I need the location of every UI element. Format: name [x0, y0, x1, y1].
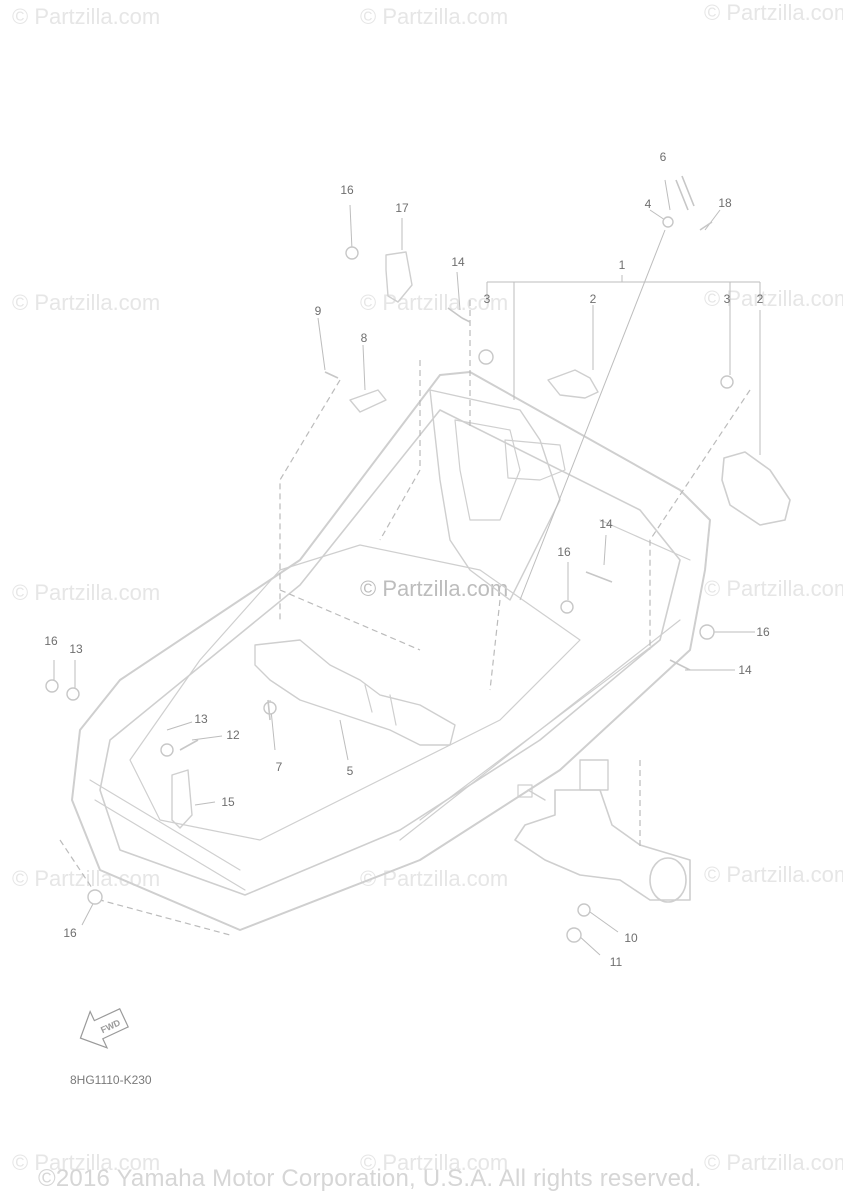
- watermark: © Partzilla.com: [12, 4, 161, 29]
- callout-label: 3: [483, 292, 491, 306]
- fwd-arrow-icon: FWD: [79, 1007, 129, 1049]
- callout-label: 6: [659, 150, 667, 164]
- hull-frame-inner: [99, 409, 681, 896]
- part-2-right: [721, 451, 791, 526]
- callout-label: 17: [395, 201, 409, 215]
- watermark: © Partzilla.com: [704, 862, 843, 887]
- callout-label: 13: [194, 712, 208, 726]
- center-tunnel: [429, 389, 561, 601]
- watermark: © Partzilla.com: [704, 576, 843, 601]
- callout-label: 8: [360, 331, 368, 345]
- part-5-shape: [254, 639, 456, 746]
- callout-label: 4: [644, 197, 652, 211]
- watermark: © Partzilla.com: [360, 4, 509, 29]
- copyright-notice: ©2016 Yamaha Motor Corporation, U.S.A. A…: [38, 1165, 702, 1192]
- watermark: © Partzilla.com: [12, 1150, 161, 1175]
- callout-label: 15: [221, 795, 235, 809]
- watermark: © Partzilla.com: [360, 1150, 509, 1175]
- part-8-plate: [349, 389, 387, 413]
- callout-label: 5: [346, 764, 354, 778]
- watermark: © Partzilla.com: [12, 580, 161, 605]
- steering-motor: [514, 789, 691, 901]
- callout-label: 10: [624, 931, 638, 945]
- watermark: © Partzilla.com: [360, 290, 509, 315]
- callout-label: 16: [63, 926, 77, 940]
- callout-label: 2: [756, 292, 764, 306]
- callout-label: 16: [340, 183, 354, 197]
- callout-label: 11: [609, 955, 623, 969]
- callout-label: 16: [756, 625, 770, 639]
- callout-label: 18: [718, 196, 732, 210]
- hull-frame-outer: [71, 371, 711, 931]
- watermark: © Partzilla.com: [704, 1150, 843, 1175]
- part-17-bracket: [385, 251, 413, 303]
- watermark: © Partzilla.com: [360, 866, 509, 891]
- diagram-code: 8HG1110-K230: [70, 1073, 152, 1087]
- callout-label: 14: [738, 663, 752, 677]
- callout-label: 12: [226, 728, 240, 742]
- callout-label: 2: [589, 292, 597, 306]
- callout-label: 13: [69, 642, 83, 656]
- hull-floor: [129, 544, 581, 841]
- part-15-bracket: [171, 769, 193, 829]
- callout-label: 16: [557, 545, 571, 559]
- watermark: © Partzilla.com: [12, 866, 161, 891]
- callout-label: 9: [314, 304, 322, 318]
- callout-label: 14: [599, 517, 613, 531]
- callout-label: 1: [618, 258, 626, 272]
- part-2-left: [547, 369, 599, 399]
- watermark: © Partzilla.com: [12, 290, 161, 315]
- watermark: © Partzilla.com: [704, 0, 843, 25]
- callout-label: 7: [275, 760, 283, 774]
- callout-label: 16: [44, 634, 58, 648]
- callout-label: 3: [723, 292, 731, 306]
- watermark: © Partzilla.com: [704, 286, 843, 311]
- callout-label: 14: [451, 255, 465, 269]
